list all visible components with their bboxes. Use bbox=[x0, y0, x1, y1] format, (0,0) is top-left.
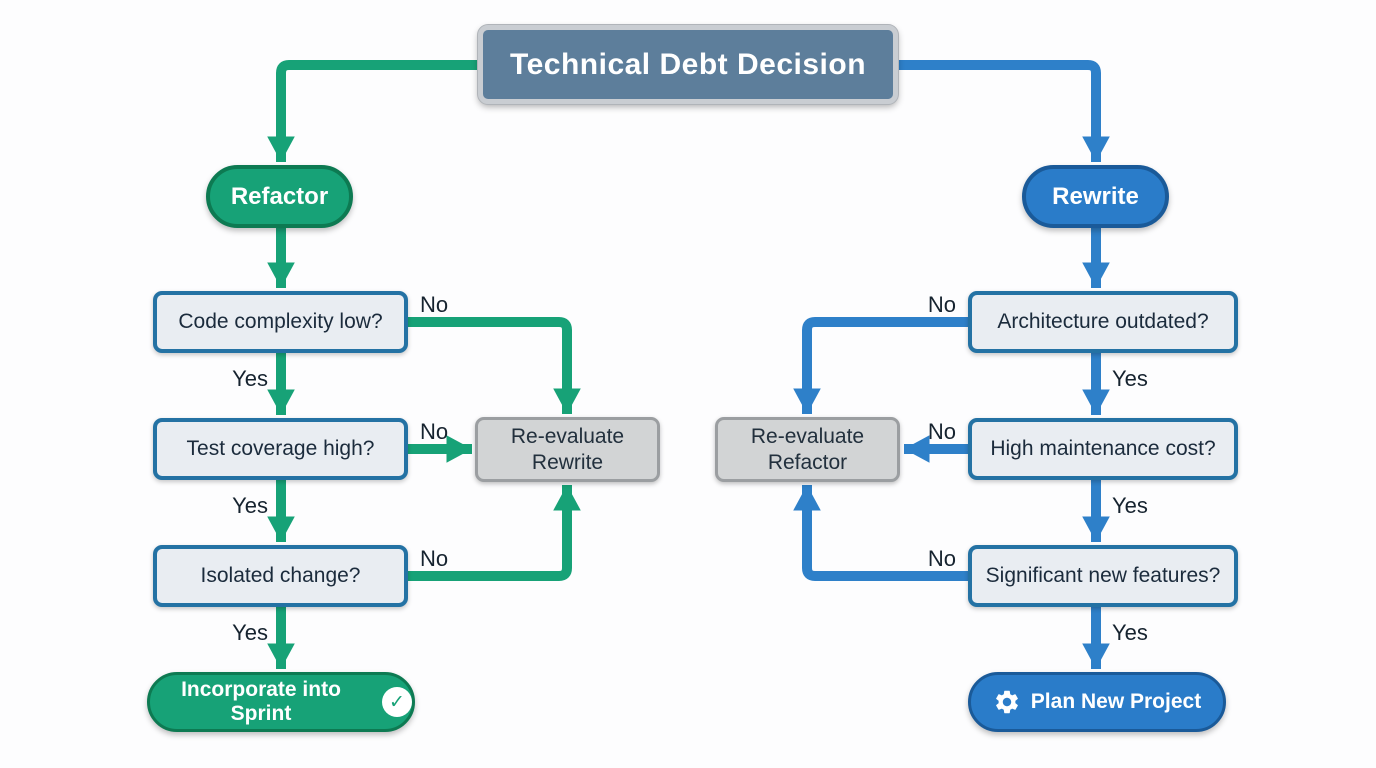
connector-question1-no-to-reevaluate-right bbox=[793, 317, 968, 414]
connector-question3-no-to-reevaluate bbox=[408, 485, 581, 581]
rewrite-branch-node: Rewrite bbox=[1022, 165, 1169, 228]
no-label: No bbox=[927, 292, 956, 317]
question-code-complexity-node: Code complexity low? bbox=[153, 291, 408, 353]
check-circle-icon: ✓ bbox=[382, 687, 412, 717]
question-test-coverage-node: Test coverage high? bbox=[153, 418, 408, 480]
question-architecture-outdated-node: Architecture outdated? bbox=[968, 291, 1238, 353]
no-label: No bbox=[420, 419, 449, 444]
terminal-label: Incorporate into Sprint bbox=[181, 678, 341, 725]
connector-title-to-rewrite bbox=[898, 60, 1110, 162]
connector-question1-no-to-reevaluate bbox=[408, 317, 581, 414]
no-label: No bbox=[927, 546, 956, 571]
gear-icon bbox=[993, 688, 1021, 716]
connector-title-to-refactor bbox=[267, 60, 478, 162]
question-isolated-change-node: Isolated change? bbox=[153, 545, 408, 607]
reevaluate-refactor-node: Re-evaluate Refactor bbox=[715, 417, 900, 482]
yes-label: Yes bbox=[1112, 620, 1148, 645]
terminal-label: Plan New Project bbox=[1030, 690, 1202, 713]
refactor-branch-node: Refactor bbox=[206, 165, 353, 228]
incorporate-into-sprint-node: Incorporate into Sprint ✓ bbox=[147, 672, 415, 732]
question-maintenance-cost-node: High maintenance cost? bbox=[968, 418, 1238, 480]
yes-label: Yes bbox=[232, 493, 268, 518]
yes-label: Yes bbox=[232, 366, 268, 391]
plan-new-project-node: Plan New Project bbox=[968, 672, 1226, 732]
yes-label: Yes bbox=[1112, 366, 1148, 391]
connector-question3-no-to-reevaluate-right bbox=[793, 485, 968, 581]
no-label: No bbox=[420, 546, 449, 571]
yes-label: Yes bbox=[232, 620, 268, 645]
page-title: Technical Debt Decision bbox=[478, 25, 898, 104]
no-label: No bbox=[420, 292, 449, 317]
question-new-features-node: Significant new features? bbox=[968, 545, 1238, 607]
no-label: No bbox=[927, 419, 956, 444]
yes-label: Yes bbox=[1112, 493, 1148, 518]
reevaluate-rewrite-node: Re-evaluate Rewrite bbox=[475, 417, 660, 482]
